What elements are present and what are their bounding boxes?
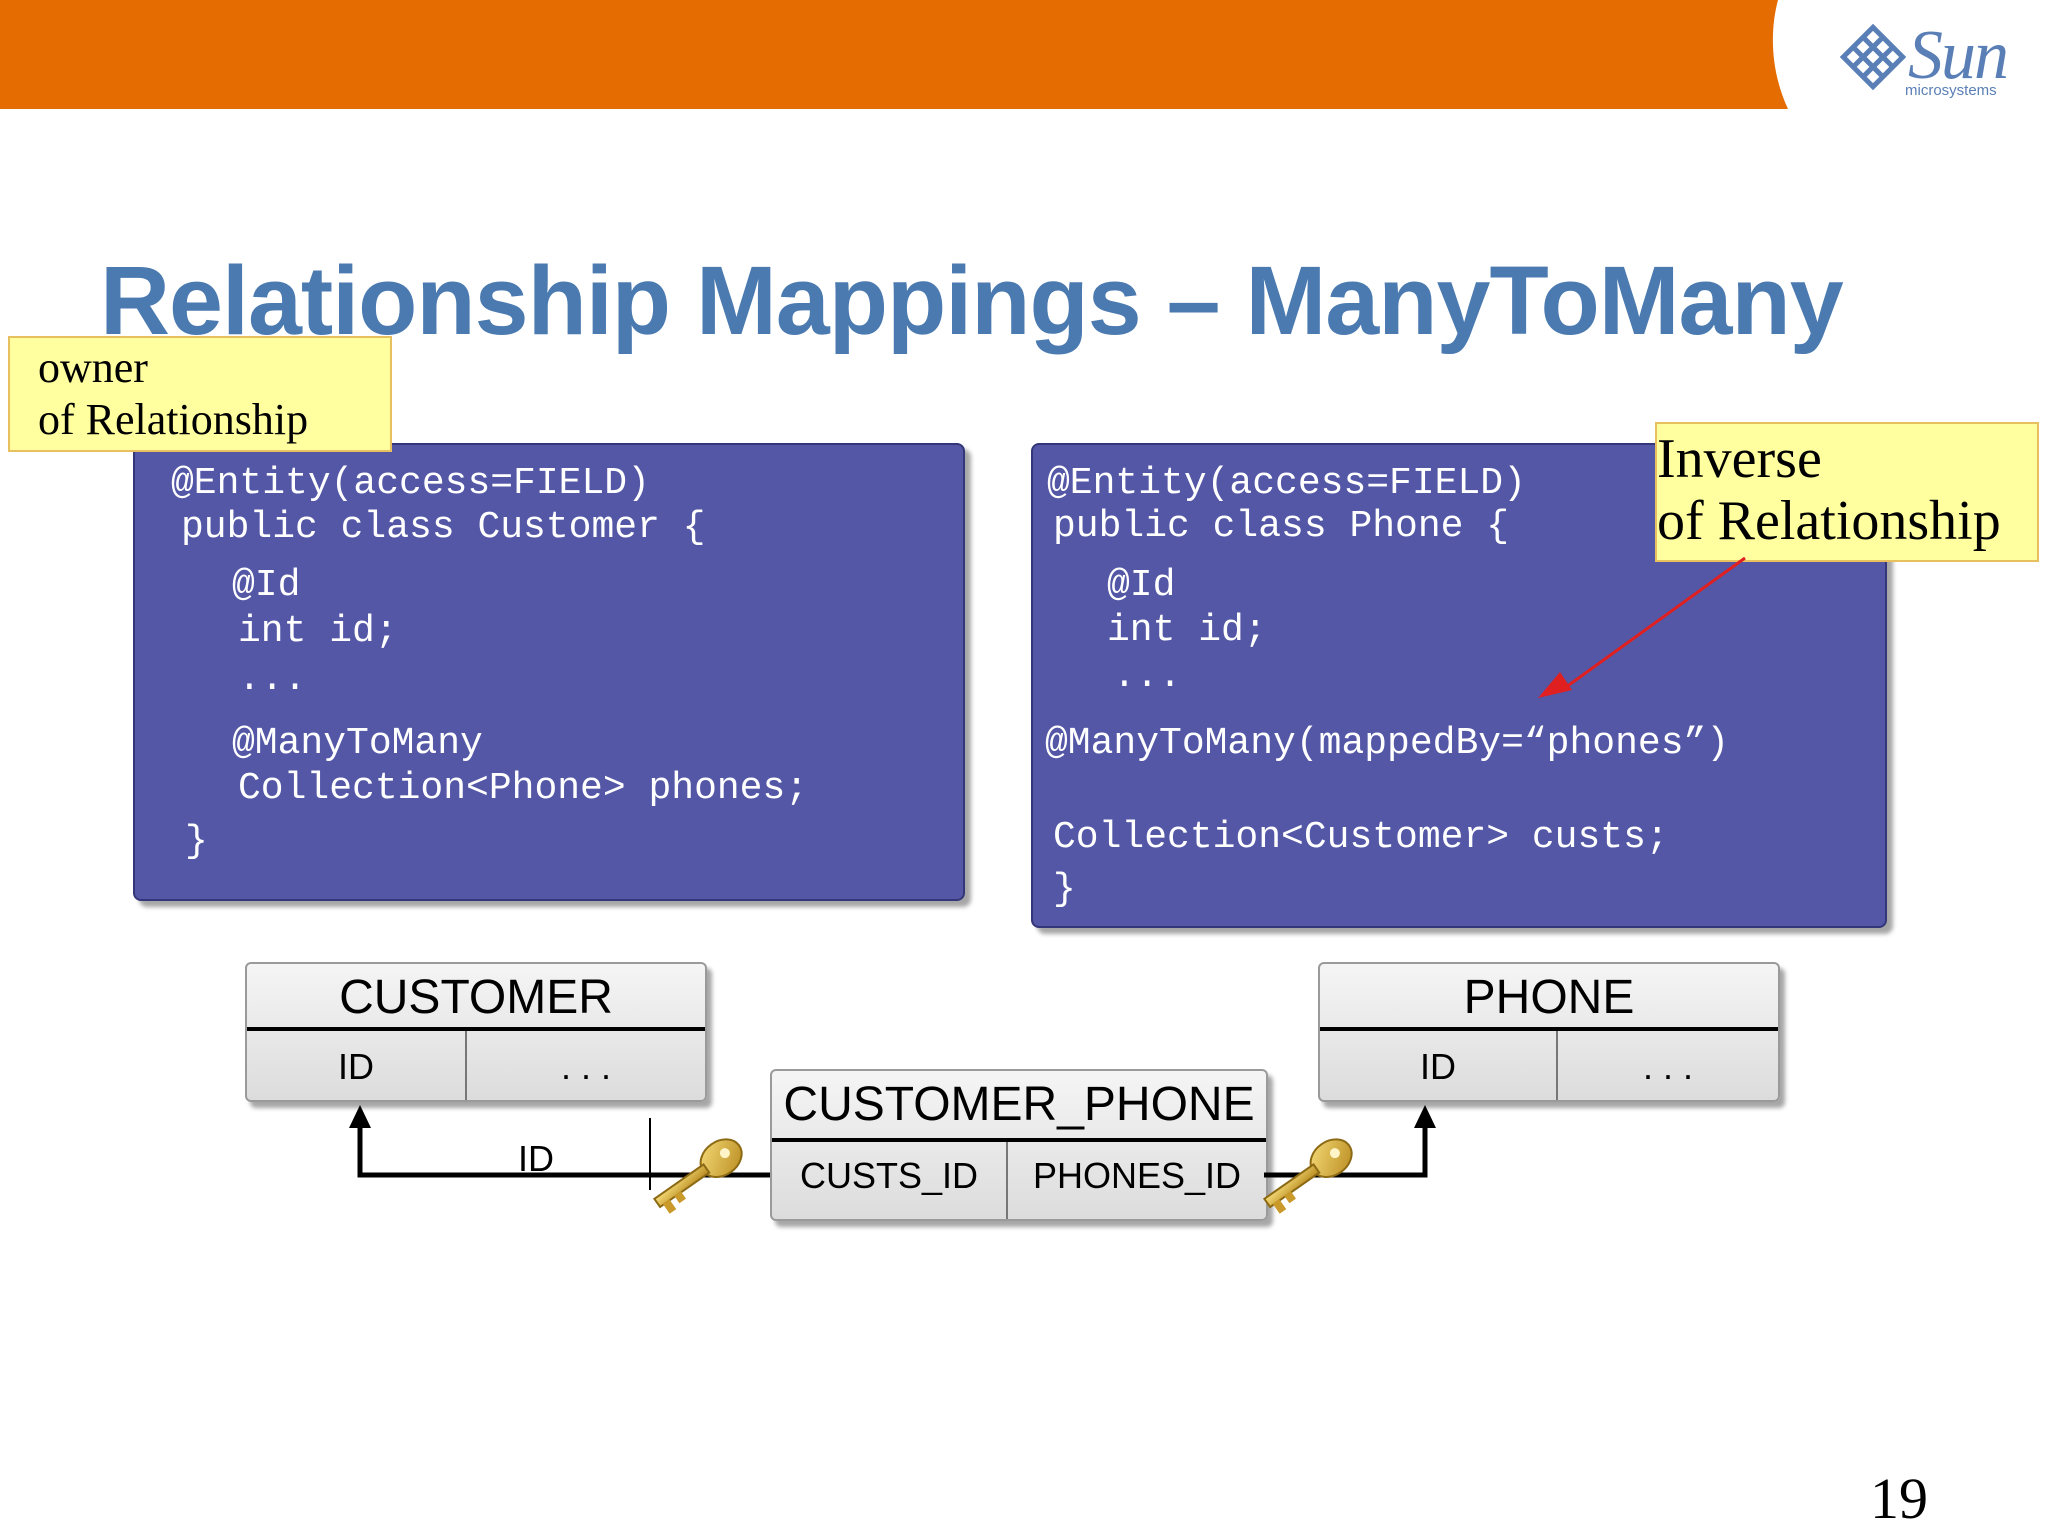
customer-fk-connector — [349, 1105, 770, 1190]
owner-note-line2: of Relationship — [38, 395, 309, 444]
phone-table: PHONE ID . . . — [1318, 962, 1780, 1102]
table-divider — [1320, 1027, 1778, 1031]
code-line: int id; — [238, 610, 398, 653]
code-line: public class Customer { — [181, 506, 706, 549]
column-divider — [1006, 1142, 1008, 1219]
logo-text: Sun — [1908, 17, 2009, 94]
inverse-note: Inverse of Relationship — [1655, 422, 2039, 562]
header-bar — [0, 0, 1788, 109]
owner-note: owner of Relationship — [8, 336, 392, 452]
code-line: Collection<Phone> phones; — [238, 767, 809, 810]
table-column: . . . — [560, 1046, 611, 1087]
table-divider — [772, 1138, 1266, 1142]
customer-table: CUSTOMER ID . . . — [245, 962, 707, 1102]
code-line: public class Phone { — [1053, 505, 1510, 548]
code-line: @ManyToMany(mappedBy=“phones”) — [1045, 722, 1730, 765]
page-number: 19 — [1870, 1466, 1928, 1531]
key-icon — [1262, 1138, 1353, 1214]
code-line: @Id — [1107, 564, 1176, 607]
code-line: Collection<Customer> custs; — [1053, 816, 1669, 859]
column-divider — [1556, 1031, 1558, 1100]
logo-subtext: microsystems — [1905, 82, 1997, 99]
table-column: ID — [1420, 1046, 1456, 1087]
inverse-note-line1: Inverse — [1657, 428, 1822, 490]
table-divider — [247, 1027, 705, 1031]
code-line: } — [1053, 868, 1076, 911]
code-line: ... — [1113, 655, 1182, 698]
table-column: PHONES_ID — [1032, 1155, 1242, 1196]
table-column: ID — [338, 1046, 374, 1087]
sun-diamond-icon — [1839, 23, 1907, 91]
table-name: CUSTOMER — [339, 971, 613, 1024]
owner-note-line1: owner — [38, 343, 148, 392]
column-divider — [465, 1031, 467, 1100]
sun-logo: Sun microsystems — [1830, 16, 2010, 106]
table-column: CUSTS_ID — [799, 1155, 979, 1196]
phone-fk-connector — [1264, 1105, 1436, 1178]
key-icon — [652, 1138, 743, 1214]
inverse-arrow — [1538, 556, 1746, 698]
join-table: CUSTOMER_PHONE CUSTS_ID PHONES_ID — [770, 1069, 1268, 1221]
code-line: @Entity(access=FIELD) — [171, 462, 650, 505]
inverse-note-line2: of Relationship — [1657, 490, 2001, 552]
code-line: } — [185, 820, 208, 863]
customer-code-box: @Entity(access=FIELD) public class Custo… — [133, 443, 965, 901]
code-line: ... — [238, 658, 307, 701]
code-line: @Entity(access=FIELD) — [1047, 462, 1526, 505]
code-line: @ManyToMany — [232, 722, 483, 765]
table-column: . . . — [1642, 1046, 1693, 1087]
connector-label: ID — [518, 1138, 554, 1179]
table-name: PHONE — [1463, 971, 1635, 1024]
code-line: int id; — [1107, 609, 1267, 652]
table-name: CUSTOMER_PHONE — [783, 1078, 1255, 1131]
code-line: @Id — [232, 564, 301, 607]
